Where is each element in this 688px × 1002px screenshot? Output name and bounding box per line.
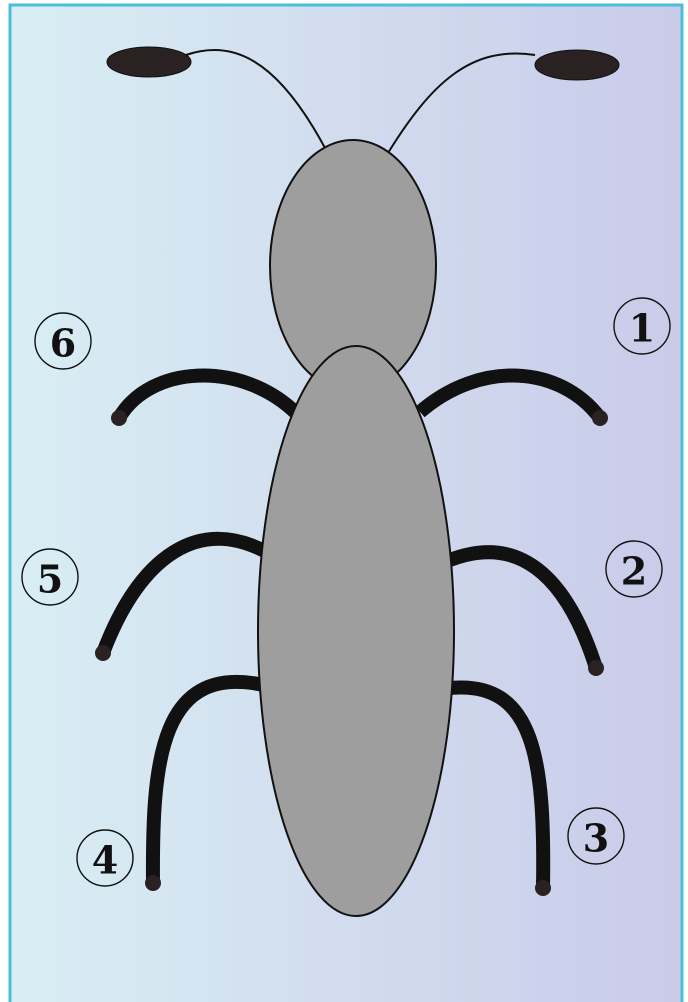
insect-abdomen xyxy=(258,346,454,916)
leg-6-tip xyxy=(111,410,127,426)
leg-1-tip xyxy=(592,410,608,426)
leg-3-tip xyxy=(535,880,551,896)
insect-body xyxy=(258,140,454,916)
leg-4-tip xyxy=(145,875,161,891)
leg-label-3-text: 3 xyxy=(583,816,609,861)
leg-label-6-text: 6 xyxy=(50,321,76,366)
leg-label-4-text: 4 xyxy=(92,838,118,883)
antenna-left-tip xyxy=(107,47,191,77)
leg-label-2-text: 2 xyxy=(621,549,647,594)
leg-2-tip xyxy=(588,660,604,676)
leg-5-tip xyxy=(95,645,111,661)
leg-label-5-text: 5 xyxy=(37,557,63,602)
antenna-right-tip xyxy=(535,50,619,80)
leg-label-1-text: 1 xyxy=(629,306,655,351)
